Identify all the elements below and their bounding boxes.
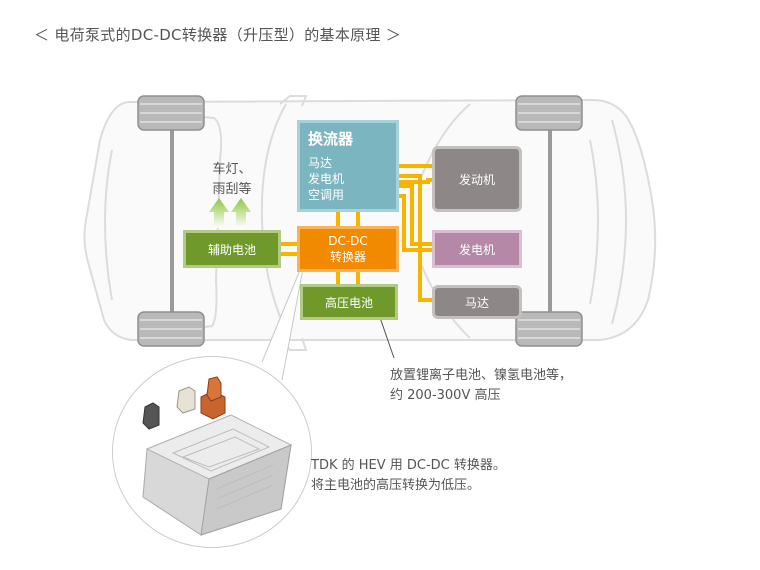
dcdc-converter-block: DC-DC 转换器 xyxy=(297,226,399,272)
inverter-line-ac: 空调用 xyxy=(308,188,345,202)
inverter-title: 换流器 xyxy=(308,130,354,148)
motor-block: 马达 xyxy=(432,285,522,319)
axles xyxy=(170,114,552,326)
product-note-line-1: TDK 的 HEV 用 DC-DC 转换器。 xyxy=(311,458,506,473)
loads-label: 车灯、 雨刮等 xyxy=(206,160,258,200)
dcdc-line-1: DC-DC xyxy=(328,234,368,248)
engine-block: 发动机 xyxy=(432,146,522,212)
hv-battery-block: 高压电池 xyxy=(300,284,398,320)
battery-note-line-1: 放置锂离子电池、镍氢电池等， xyxy=(390,368,573,383)
battery-note-line-2: 约 200-300V 高压 xyxy=(390,388,501,403)
inverter-line-generator: 发电机 xyxy=(308,172,345,186)
loads-label-line-1: 车灯、 xyxy=(212,162,252,177)
aux-battery-block: 辅助电池 xyxy=(183,230,281,268)
generator-block: 发电机 xyxy=(432,230,522,268)
inverter-block: 换流器 马达 发电机 空调用 xyxy=(297,120,399,212)
inverter-line-motor: 马达 xyxy=(308,156,333,170)
product-photo xyxy=(112,356,312,548)
diagram-title: ＜ 电荷泵式的DC-DC转换器（升压型）的基本原理 ＞ xyxy=(34,26,402,44)
up-arrows-icon xyxy=(209,198,251,228)
dcdc-line-2: 转换器 xyxy=(329,250,366,264)
dcdc-converter-image xyxy=(142,376,293,536)
power-lines xyxy=(281,164,432,302)
loads-label-line-2: 雨刮等 xyxy=(212,182,252,197)
product-note-line-2: 将主电池的高压转换为低压。 xyxy=(311,478,481,493)
battery-note: 放置锂离子电池、镍氢电池等， 约 200-300V 高压 xyxy=(390,366,572,406)
product-note: TDK 的 HEV 用 DC-DC 转换器。 将主电池的高压转换为低压。 xyxy=(311,456,506,496)
